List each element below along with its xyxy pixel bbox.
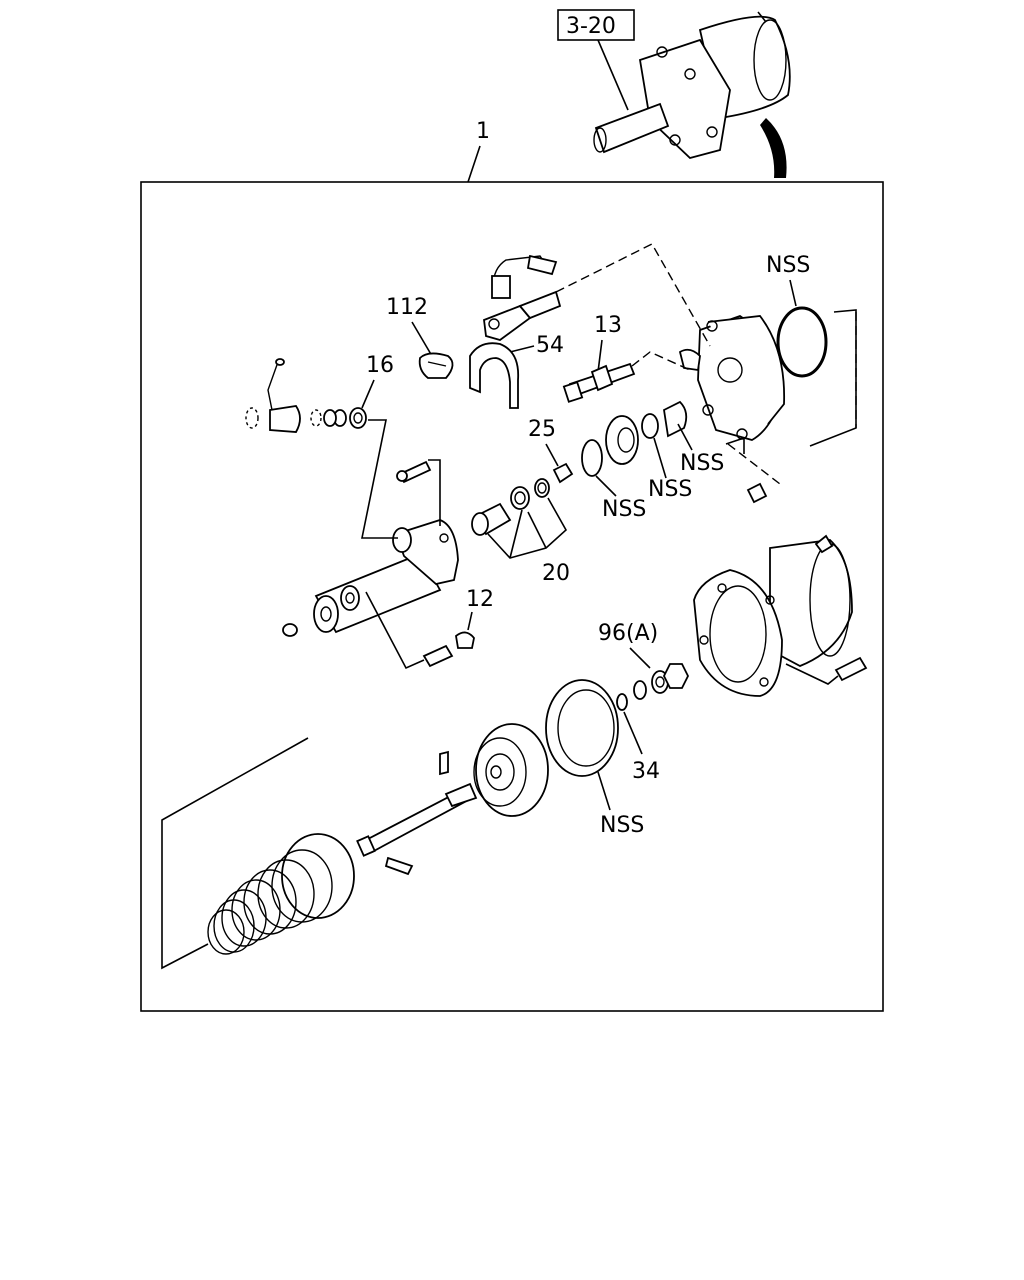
part-34-ring[interactable]: 34 <box>616 693 660 784</box>
part-13-pin[interactable]: 13 <box>562 313 636 403</box>
part-34-label: 34 <box>632 759 660 784</box>
diaphragm[interactable]: NSS <box>545 679 644 838</box>
nss-o-ring-large-label: NSS <box>766 253 810 278</box>
push-rod[interactable] <box>356 750 478 876</box>
rear-cover[interactable] <box>555 243 786 504</box>
seal-set[interactable]: NSS NSS NSS <box>581 400 724 522</box>
part-54-label: 54 <box>536 333 564 358</box>
reference-box[interactable] <box>557 9 635 41</box>
reference-box-label: 3-20 <box>566 14 616 39</box>
front-cylinder[interactable] <box>693 534 868 697</box>
piston-plate[interactable] <box>473 723 549 817</box>
part-54-fork[interactable]: 54 <box>469 254 564 409</box>
part-12-cap[interactable]: 12 <box>455 587 494 649</box>
part-25-nut[interactable]: 25 <box>528 417 574 484</box>
reference-assembly: 3-20 <box>557 9 791 178</box>
nss-seal-label-1: NSS <box>602 497 646 522</box>
part-16-label: 16 <box>366 353 394 378</box>
part-13-label: 13 <box>594 313 622 338</box>
shift-shaft-housing[interactable] <box>282 419 459 670</box>
part-96a-label: 96(A) <box>598 621 658 646</box>
large-o-ring[interactable]: NSS <box>766 253 857 447</box>
assembly-frame <box>140 181 884 1012</box>
nss-diaphragm-label: NSS <box>600 813 644 838</box>
part-112-clip[interactable]: 112 <box>386 295 454 379</box>
return-spring[interactable] <box>161 737 355 970</box>
assembly-label: 1 <box>476 119 490 144</box>
part-16-adapter[interactable]: 16 <box>245 353 394 433</box>
part-25-label: 25 <box>528 417 556 442</box>
nss-seal-label-3: NSS <box>680 451 724 476</box>
part-12-label: 12 <box>466 587 494 612</box>
part-20-label: 20 <box>542 561 570 586</box>
part-96a-nut[interactable]: 96(A) <box>598 621 690 700</box>
part-112-label: 112 <box>386 295 428 320</box>
part-20-piston-set[interactable]: 20 <box>471 478 570 586</box>
nss-seal-label-2: NSS <box>648 477 692 502</box>
